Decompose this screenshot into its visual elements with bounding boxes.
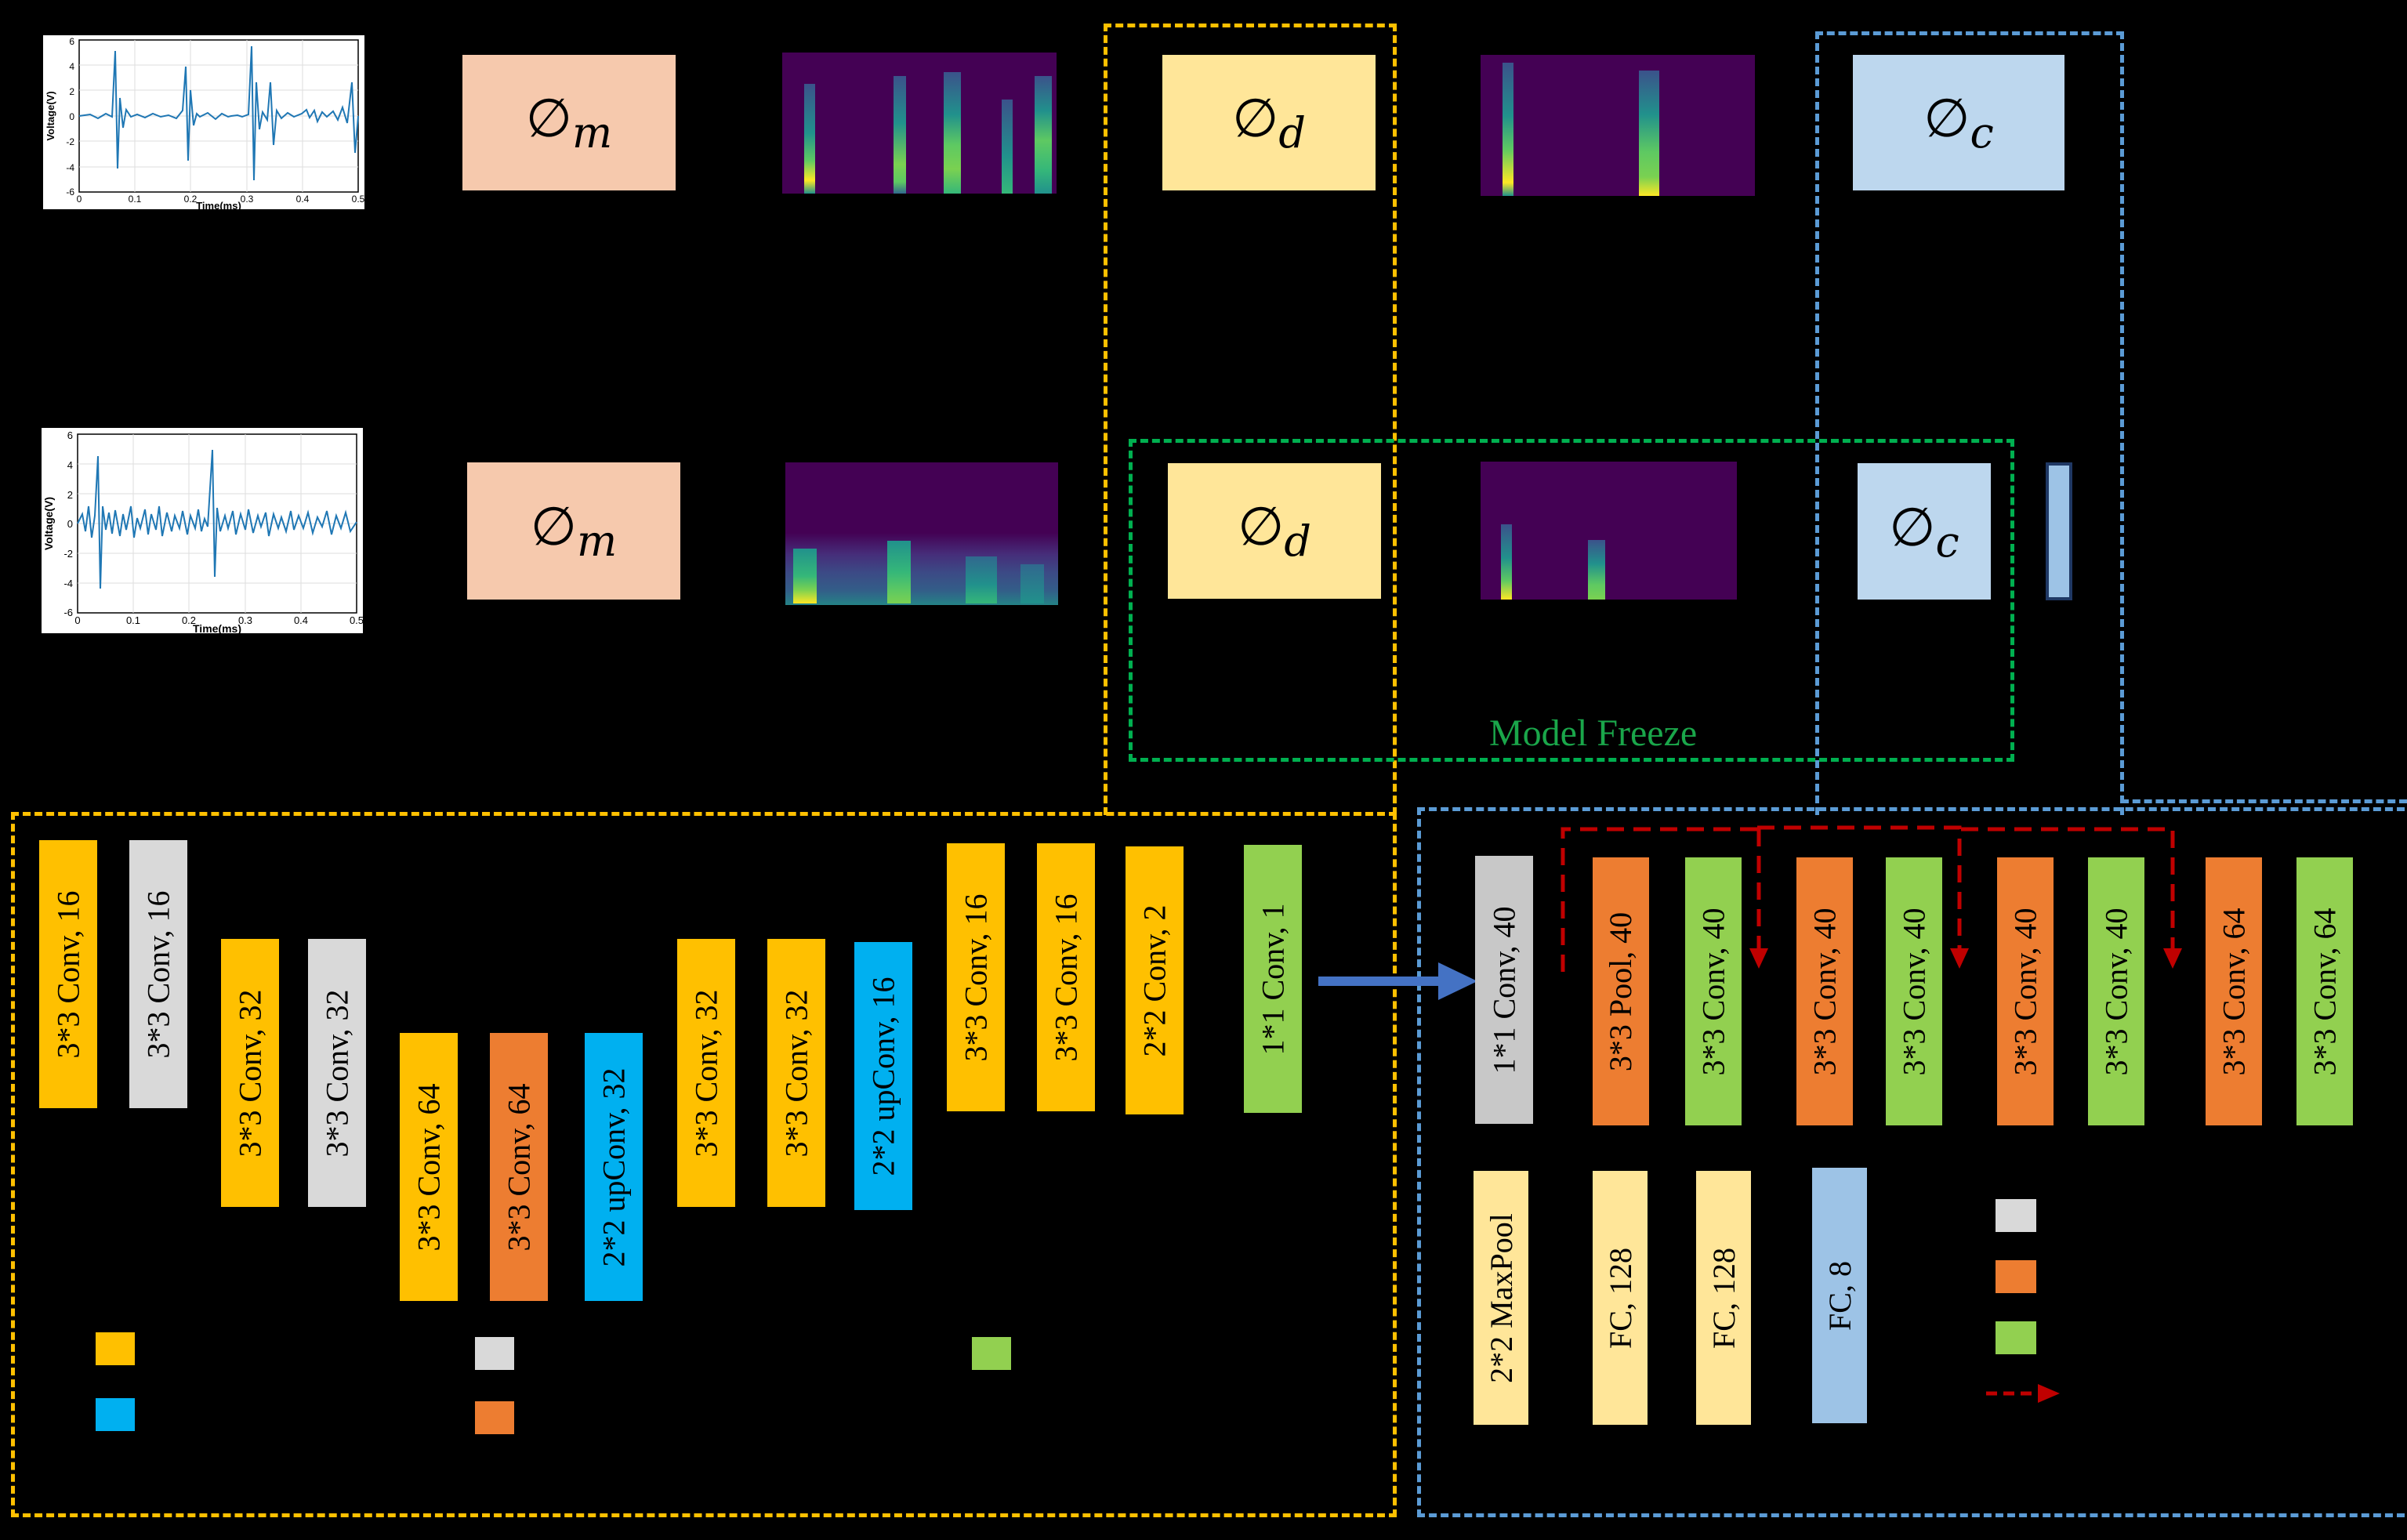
ytick: 2 <box>69 86 74 97</box>
classifier-layer: 3*3 Conv, 40 <box>2088 857 2144 1125</box>
denoiser-layer: 1*1 Conv, 1 <box>1244 845 1302 1113</box>
classifier-extra-layer: FC, 128 <box>1696 1171 1751 1425</box>
xtick: 0.1 <box>129 194 142 205</box>
denoiser-layer: 3*3 Conv, 32 <box>221 939 279 1207</box>
ytick: -2 <box>66 136 74 147</box>
ytick: 6 <box>67 429 73 441</box>
denoiser-layer: 3*3 Conv, 32 <box>677 939 735 1207</box>
y-axis-label: Voltage(V) <box>45 91 56 140</box>
classifier-extra-layer: FC, 128 <box>1593 1171 1648 1425</box>
ytick: 4 <box>69 61 74 72</box>
denoiser-top-frame <box>1104 24 1397 815</box>
classifier-layer: 3*3 Conv, 64 <box>2206 857 2262 1125</box>
xtick: 0.2 <box>184 194 198 205</box>
xtick: 0 <box>77 194 82 205</box>
spectrogram-bottom-noisy <box>785 462 1058 605</box>
model-freeze-label: Model Freeze <box>1489 712 1698 754</box>
xtick: 0.2 <box>182 614 196 626</box>
denoiser-layer: 2*2 upConv, 32 <box>585 1033 643 1301</box>
model-freeze-frame <box>1129 439 2014 762</box>
classifier-layer: 3*3 Pool, 40 <box>1593 857 1649 1125</box>
classifier-extra-layer: FC, 8 <box>1812 1168 1867 1423</box>
legend-swatch-orange <box>475 1401 514 1434</box>
denoiser-layer: 3*3 Conv, 32 <box>308 939 366 1207</box>
phi-m-block-top: ∅m <box>462 55 676 190</box>
phi-c-block-bottom: ∅c <box>1858 463 1991 600</box>
phi-m-symbol: ∅m <box>530 496 618 566</box>
flow-arrow-icon <box>1318 962 1477 1000</box>
xtick: 0.3 <box>238 614 252 626</box>
denoiser-detail-frame <box>11 812 1397 1517</box>
phi-m-symbol: ∅m <box>525 88 613 158</box>
denoiser-layer: 3*3 Conv, 16 <box>947 843 1005 1111</box>
ytick: -4 <box>66 162 74 173</box>
classifier-detail-connector <box>2121 799 2407 811</box>
legend-swatch-upconv <box>96 1398 135 1431</box>
spectrogram-top-denoised <box>1481 55 1755 196</box>
xtick: 0.3 <box>241 194 254 205</box>
denoiser-layer: 3*3 Conv, 64 <box>400 1033 458 1301</box>
legend-swatch-green <box>972 1337 1011 1370</box>
ytick: 0 <box>67 518 73 530</box>
phi-c-symbol: ∅c <box>1889 496 1959 567</box>
x-axis-label: Time(ms) <box>196 200 241 209</box>
xtick: 0.4 <box>294 614 308 626</box>
classifier-top-frame <box>1815 31 2124 815</box>
xtick: 0.4 <box>296 194 310 205</box>
phi-d-symbol: ∅d <box>1238 496 1311 566</box>
legend-swatch-orange <box>1996 1260 2036 1293</box>
denoiser-layer: 3*3 Conv, 16 <box>129 840 187 1108</box>
ytick: -4 <box>63 578 73 589</box>
denoiser-layer: 3*3 Conv, 16 <box>1037 843 1095 1111</box>
denoiser-layer: 3*3 Conv, 16 <box>39 840 97 1108</box>
ytick: -6 <box>63 607 73 618</box>
phi-d-block-top: ∅d <box>1162 55 1376 190</box>
signal-plot-top-svg: 6 4 2 0 -2 -4 -6 0 0.1 0.2 0.3 0.4 0.5 T… <box>45 36 365 212</box>
y-axis-label: Voltage(V) <box>42 497 55 550</box>
classifier-layer: 3*3 Conv, 40 <box>1796 857 1853 1125</box>
signal-plot-bottom: 6 4 2 0 -2 -4 -6 0 0.1 0.2 0.3 0.4 0.5 T… <box>42 428 364 635</box>
signal-plot-bottom-svg: 6 4 2 0 -2 -4 -6 0 0.1 0.2 0.3 0.4 0.5 T… <box>42 429 364 635</box>
classifier-detail-frame <box>1417 807 2405 1517</box>
xtick: 0.1 <box>126 614 140 626</box>
phi-d-symbol: ∅d <box>1232 88 1306 158</box>
denoiser-layer: 3*3 Conv, 64 <box>490 1033 548 1301</box>
classifier-layer: 1*1 Conv, 40 <box>1475 856 1533 1124</box>
phi-m-block-bottom: ∅m <box>467 462 680 600</box>
arrow-head-icon <box>1749 948 1768 969</box>
legend-swatch-conv <box>96 1332 135 1365</box>
arrow-head-icon <box>1950 948 1969 969</box>
ytick: 0 <box>69 111 74 122</box>
ytick: -6 <box>66 187 74 197</box>
legend-swatch-green <box>1996 1321 2036 1354</box>
classifier-layer: 3*3 Conv, 40 <box>1685 857 1742 1125</box>
signal-plot-top: 6 4 2 0 -2 -4 -6 0 0.1 0.2 0.3 0.4 0.5 T… <box>43 35 365 212</box>
phi-d-block-bottom: ∅d <box>1168 463 1381 599</box>
classifier-extra-layer: 2*2 MaxPool <box>1474 1171 1528 1425</box>
ytick: 4 <box>67 459 73 471</box>
spectrogram-top-noisy <box>782 53 1057 194</box>
ytick: -2 <box>63 548 73 560</box>
denoiser-layer: 2*2 upConv, 16 <box>854 942 912 1210</box>
classifier-layer: 3*3 Conv, 64 <box>2296 857 2353 1125</box>
phi-c-symbol: ∅c <box>1923 88 1994 158</box>
x-axis-label: Time(ms) <box>193 622 241 633</box>
denoiser-layer: 3*3 Conv, 32 <box>767 939 825 1207</box>
spectrogram-bottom-denoised <box>1481 462 1737 600</box>
classifier-layer: 3*3 Conv, 40 <box>1997 857 2054 1125</box>
ytick: 2 <box>67 489 73 501</box>
output-vector <box>2046 462 2072 600</box>
xtick: 0 <box>74 614 80 626</box>
legend-swatch-gray <box>475 1337 514 1370</box>
xtick: 0.5 <box>352 194 364 205</box>
xtick: 0.5 <box>350 614 363 626</box>
ytick: 6 <box>69 36 74 47</box>
phi-c-block-top: ∅c <box>1853 55 2064 190</box>
denoiser-layer: 2*2 Conv, 2 <box>1126 846 1184 1114</box>
legend-swatch-gray <box>1996 1199 2036 1232</box>
classifier-layer: 3*3 Conv, 40 <box>1886 857 1942 1125</box>
arrow-head-icon <box>2163 948 2182 969</box>
legend-residual-arrow-icon <box>1986 1384 2060 1403</box>
residual-connections <box>1561 825 2182 972</box>
